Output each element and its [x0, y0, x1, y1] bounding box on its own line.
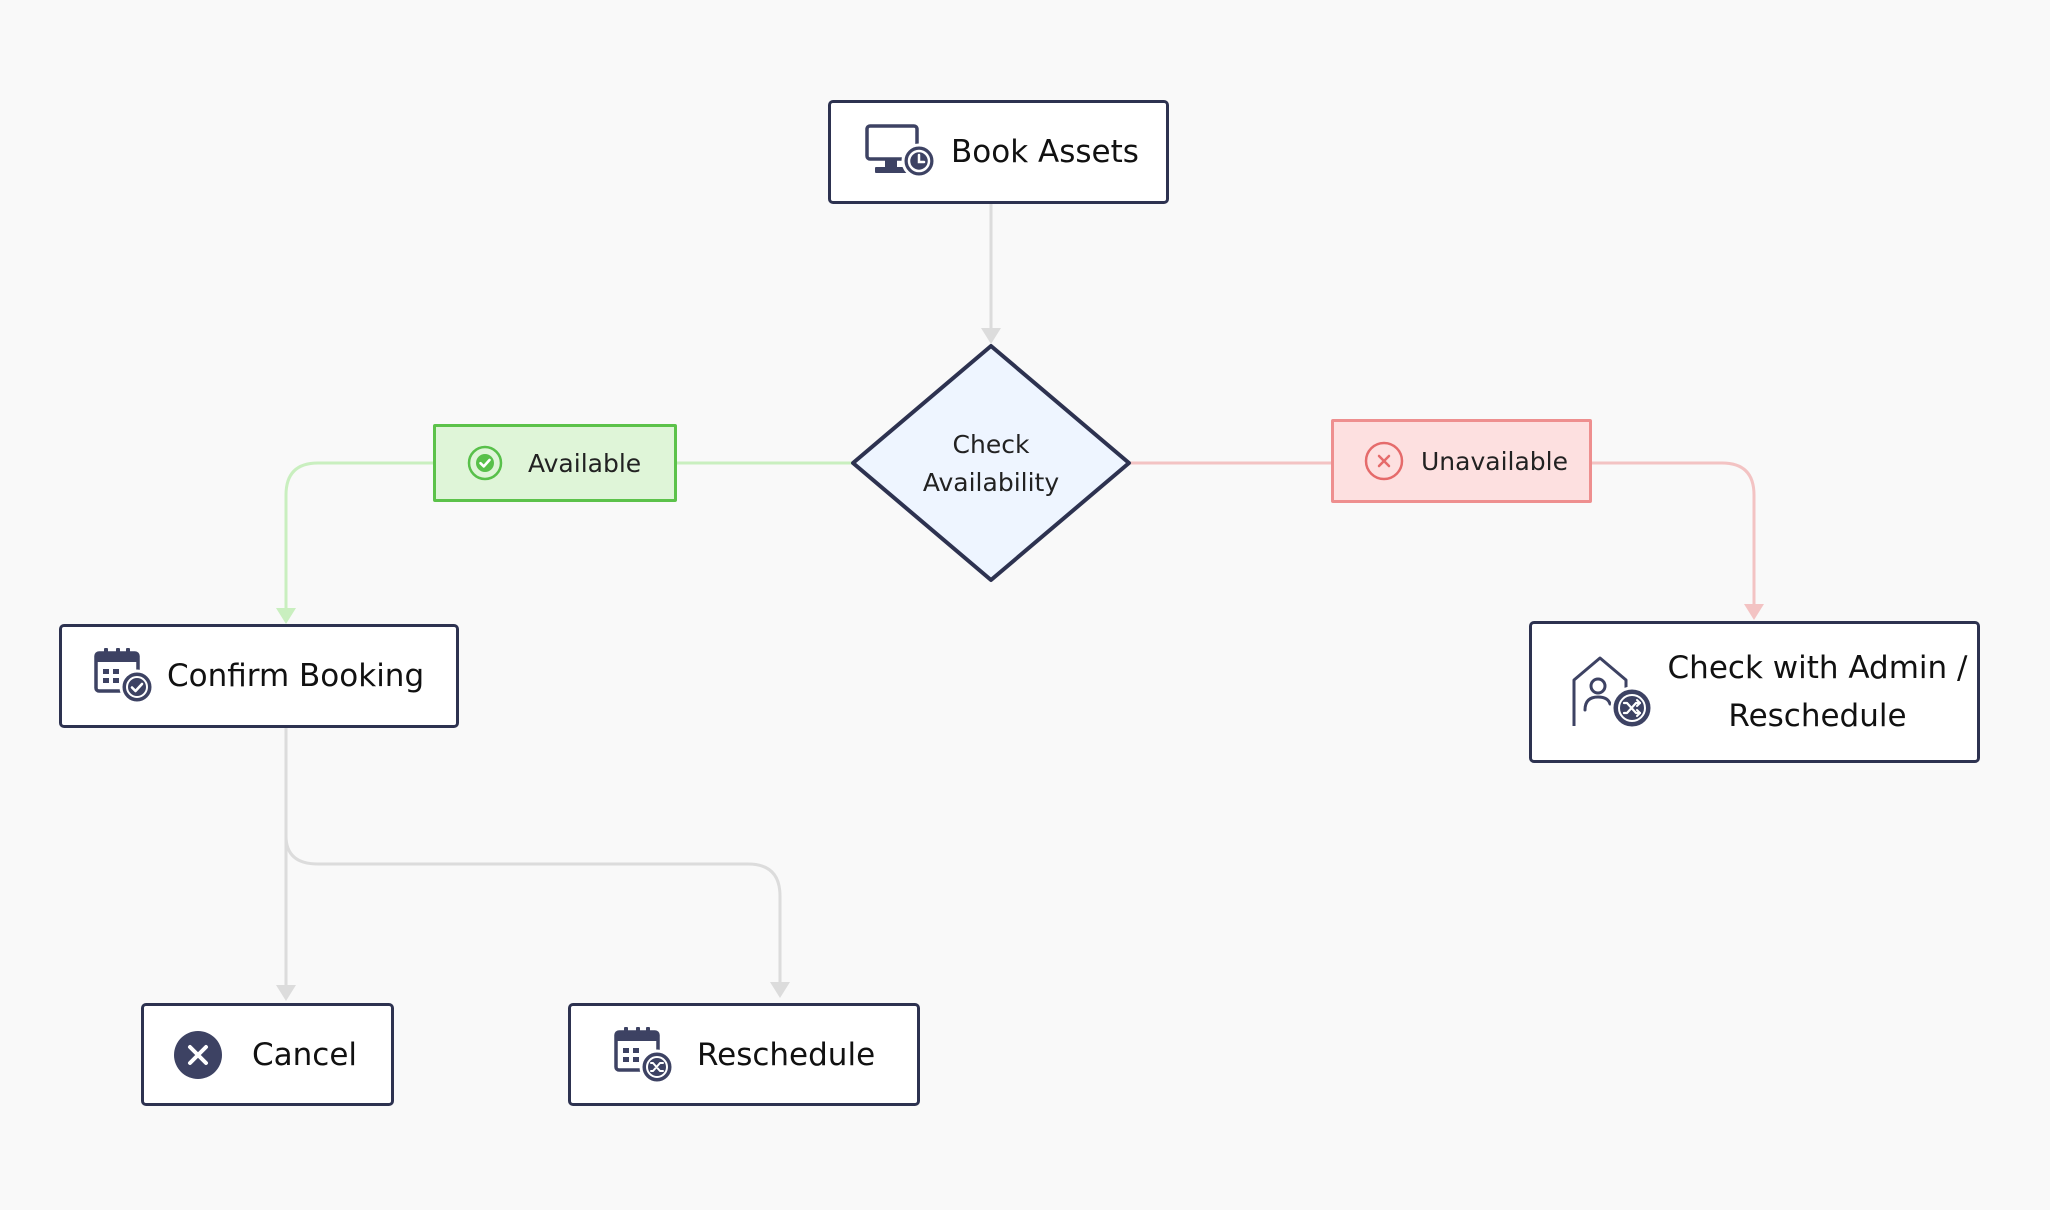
home-user-shuffle-icon [1570, 652, 1658, 732]
reschedule-label: Reschedule [697, 1036, 876, 1073]
book-assets-label: Book Assets [951, 134, 1139, 170]
available-label: Available [528, 448, 642, 478]
arrowhead-check-admin [1744, 604, 1764, 620]
confirm-booking-label: Confirm Booking [167, 658, 425, 694]
edge-available-to-confirm [284, 461, 852, 610]
edge-unavailable-to-admin [1130, 461, 1756, 606]
close-circle-icon [172, 1029, 224, 1081]
arrowhead-confirm-booking [276, 608, 296, 624]
arrowhead-check-availability [981, 328, 1001, 344]
calendar-shuffle-icon [613, 1025, 677, 1085]
available-edge-label: Available [433, 424, 677, 502]
reschedule-node[interactable]: Reschedule [568, 1003, 920, 1106]
check-admin-line2: Reschedule [1728, 698, 1907, 734]
cancel-node[interactable]: Cancel [141, 1003, 394, 1106]
check-admin-line1: Check with Admin / [1667, 650, 1968, 686]
x-circle-icon [1363, 440, 1405, 482]
calendar-check-icon [93, 646, 157, 706]
unavailable-label: Unavailable [1421, 446, 1568, 476]
check-admin-label: Check with Admin / Reschedule [1658, 644, 1977, 740]
check-availability-label: Check Availability [891, 426, 1091, 502]
edge-confirm-to-reschedule [284, 835, 782, 984]
arrowhead-cancel [276, 985, 296, 1001]
check-availability-diamond[interactable] [851, 344, 1131, 582]
check-circle-icon [466, 444, 504, 482]
check-availability-line2: Availability [922, 468, 1060, 497]
cancel-label: Cancel [252, 1036, 358, 1073]
monitor-clock-icon [865, 124, 939, 180]
unavailable-edge-label: Unavailable [1331, 419, 1592, 503]
book-assets-node[interactable]: Book Assets [828, 100, 1169, 204]
check-availability-line1: Check [952, 430, 1030, 459]
check-admin-node[interactable]: Check with Admin / Reschedule [1529, 621, 1980, 763]
arrowhead-reschedule [770, 982, 790, 998]
confirm-booking-node[interactable]: Confirm Booking [59, 624, 459, 728]
